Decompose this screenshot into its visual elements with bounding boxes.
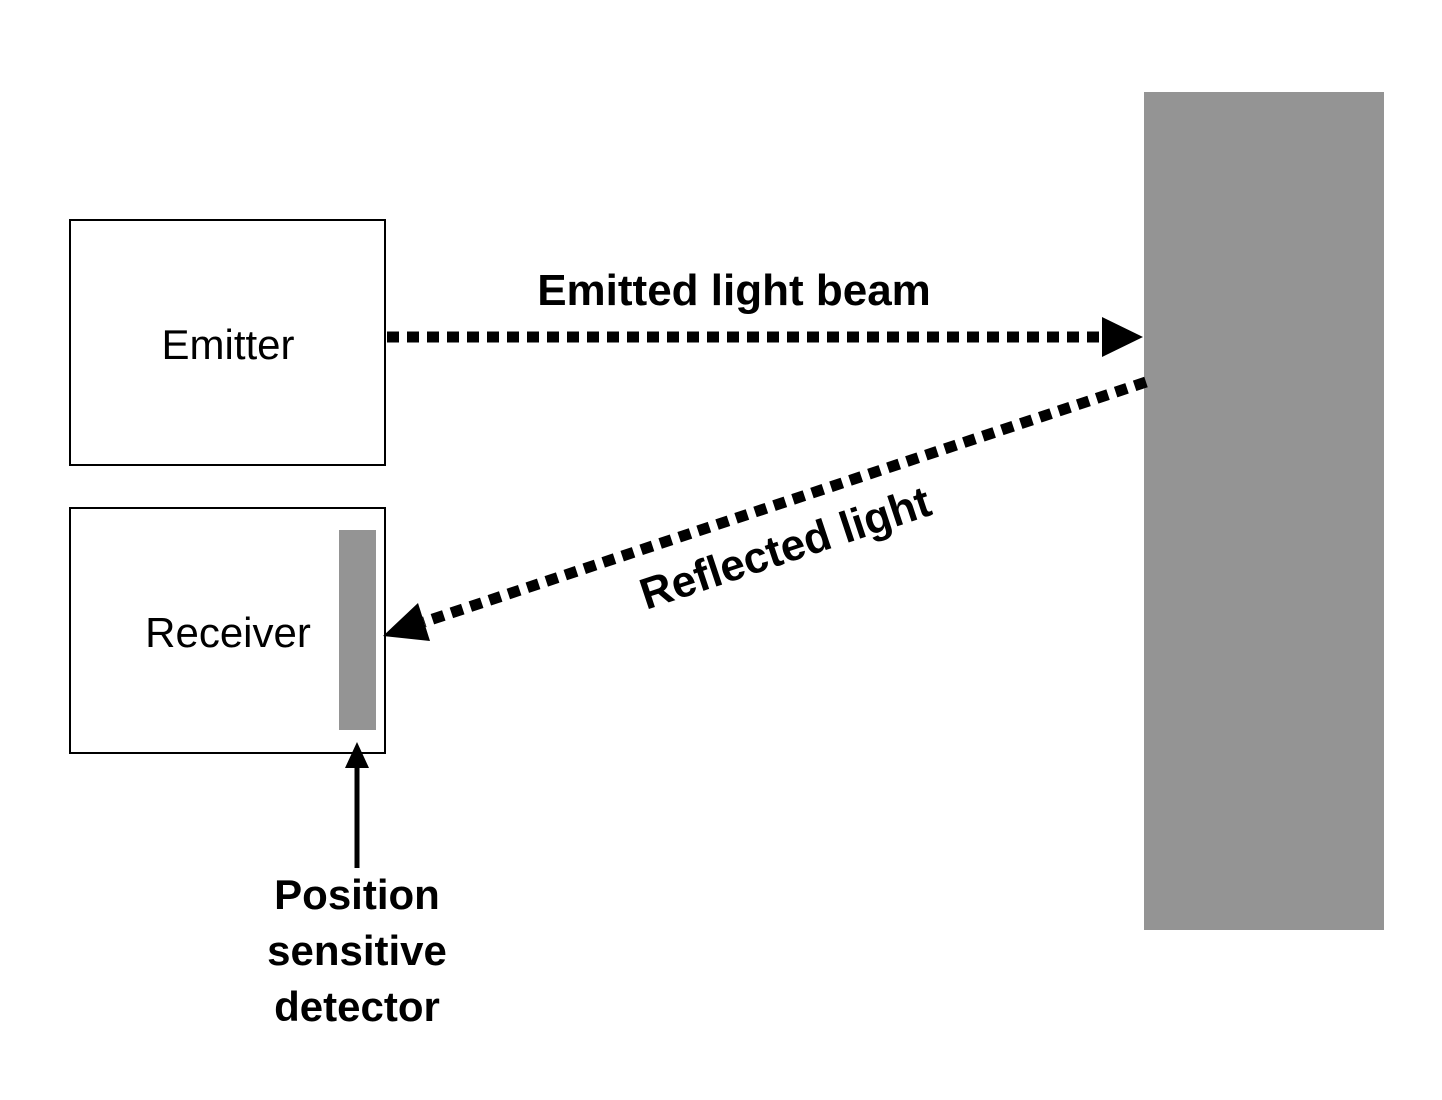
detector-label-line-1: Position [274,871,440,918]
detector-pointer-arrowhead [345,742,369,768]
detector-label-line-2: sensitive [267,927,447,974]
emitted-light-beam-arrow [387,317,1143,357]
reflected-beam-line [422,376,1148,628]
emitter-box: Emitter [69,219,386,466]
receiver-box-outline [69,507,386,754]
position-sensitive-detector [339,530,376,730]
reflected-light-arrow [383,376,1148,641]
reflecting-surface [1144,92,1384,930]
detector-label-line-3: detector [274,983,440,1030]
reflected-beam-label: Reflected light [634,477,937,619]
reflected-beam-arrowhead [383,603,430,641]
receiver-label: Receiver [145,609,311,656]
receiver-box: Receiver [69,507,386,754]
emitted-beam-label: Emitted light beam [537,266,931,315]
emitted-beam-arrowhead [1102,317,1143,357]
detector-pointer-arrow [345,742,369,868]
emitter-box-outline [69,219,386,466]
emitter-label: Emitter [161,321,294,368]
